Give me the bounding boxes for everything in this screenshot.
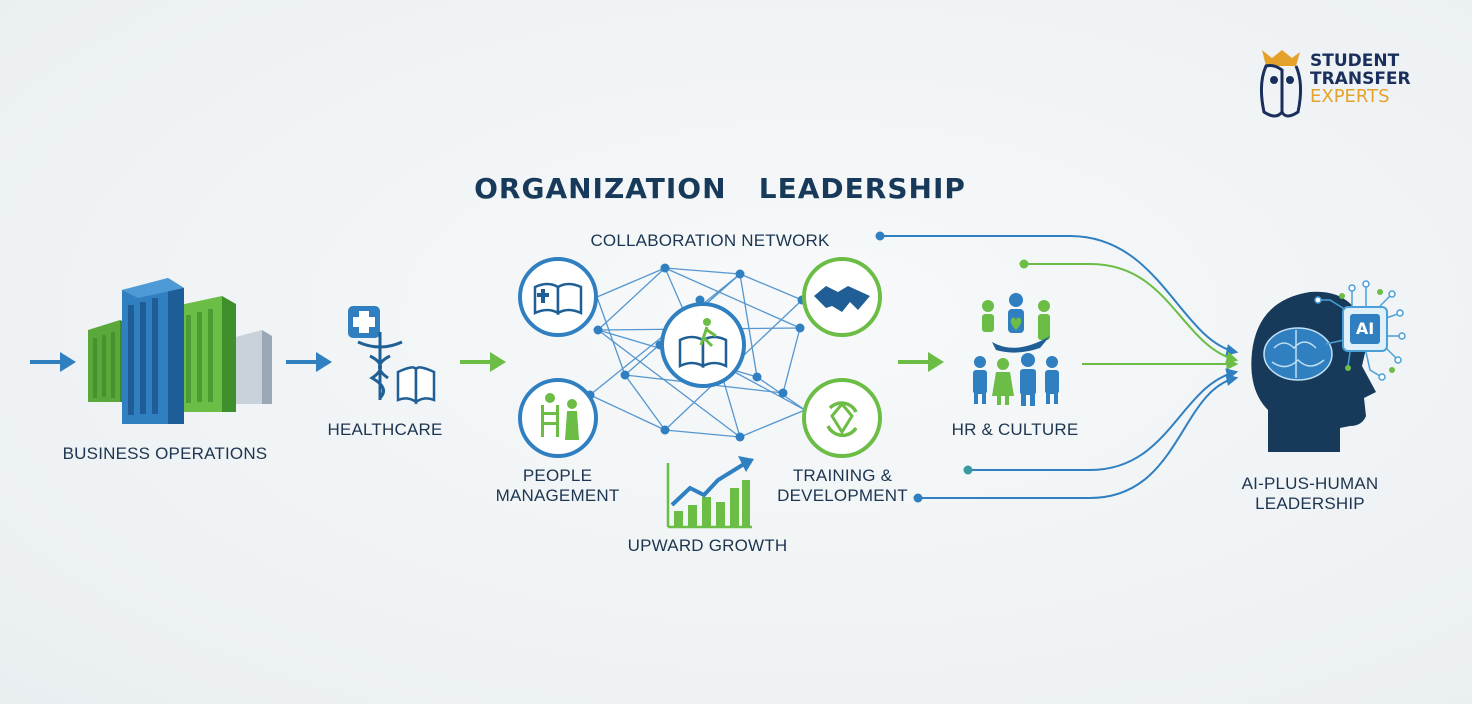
medical-cross-icon xyxy=(348,306,380,338)
training-development-label: TRAINING & DEVELOPMENT xyxy=(770,466,915,506)
people-icon xyxy=(973,293,1059,406)
ai-human-leadership-label: AI-PLUS-HUMAN LEADERSHIP xyxy=(1225,474,1395,514)
caduceus-icon xyxy=(358,332,402,400)
arrow-business-to-healthcare xyxy=(286,352,332,372)
handshake-circle xyxy=(804,259,880,335)
arrow-in xyxy=(30,352,76,372)
people-management-line-2: MANAGEMENT xyxy=(480,486,635,506)
book-circle xyxy=(520,259,596,335)
training-circle xyxy=(804,380,880,456)
center-book-circle xyxy=(662,304,744,386)
diagram-title: ORGANIZATION LEADERSHIP xyxy=(470,172,970,205)
people-management-line-1: PEOPLE xyxy=(480,466,635,486)
brand-logo-text: STUDENT TRANSFER EXPERTS xyxy=(1310,52,1411,106)
bar-chart-icon xyxy=(668,456,754,527)
training-development-line-1: TRAINING & xyxy=(770,466,915,486)
hr-culture-label: HR & CULTURE xyxy=(945,420,1085,440)
arrow-network-to-hr xyxy=(898,352,944,372)
business-operations-label: BUSINESS OPERATIONS xyxy=(40,444,290,464)
upward-growth-label: UPWARD GROWTH xyxy=(620,536,795,556)
collaboration-network-label: COLLABORATION NETWORK xyxy=(560,231,860,251)
owl-logo-icon xyxy=(1261,50,1300,116)
logo-line-1: STUDENT xyxy=(1310,52,1411,70)
book-icon xyxy=(398,367,434,402)
healthcare-label: HEALTHCARE xyxy=(320,420,450,440)
training-development-line-2: DEVELOPMENT xyxy=(770,486,915,506)
building-icon xyxy=(88,278,272,424)
people-management-label: PEOPLE MANAGEMENT xyxy=(480,466,635,506)
ai-human-leadership-line-2: LEADERSHIP xyxy=(1225,494,1395,514)
logo-line-3: EXPERTS xyxy=(1310,88,1411,106)
arrow-healthcare-to-network xyxy=(460,352,506,372)
people-circle xyxy=(520,380,596,456)
ai-human-leadership-line-1: AI-PLUS-HUMAN xyxy=(1225,474,1395,494)
ai-chip-label: AI xyxy=(1350,316,1380,342)
